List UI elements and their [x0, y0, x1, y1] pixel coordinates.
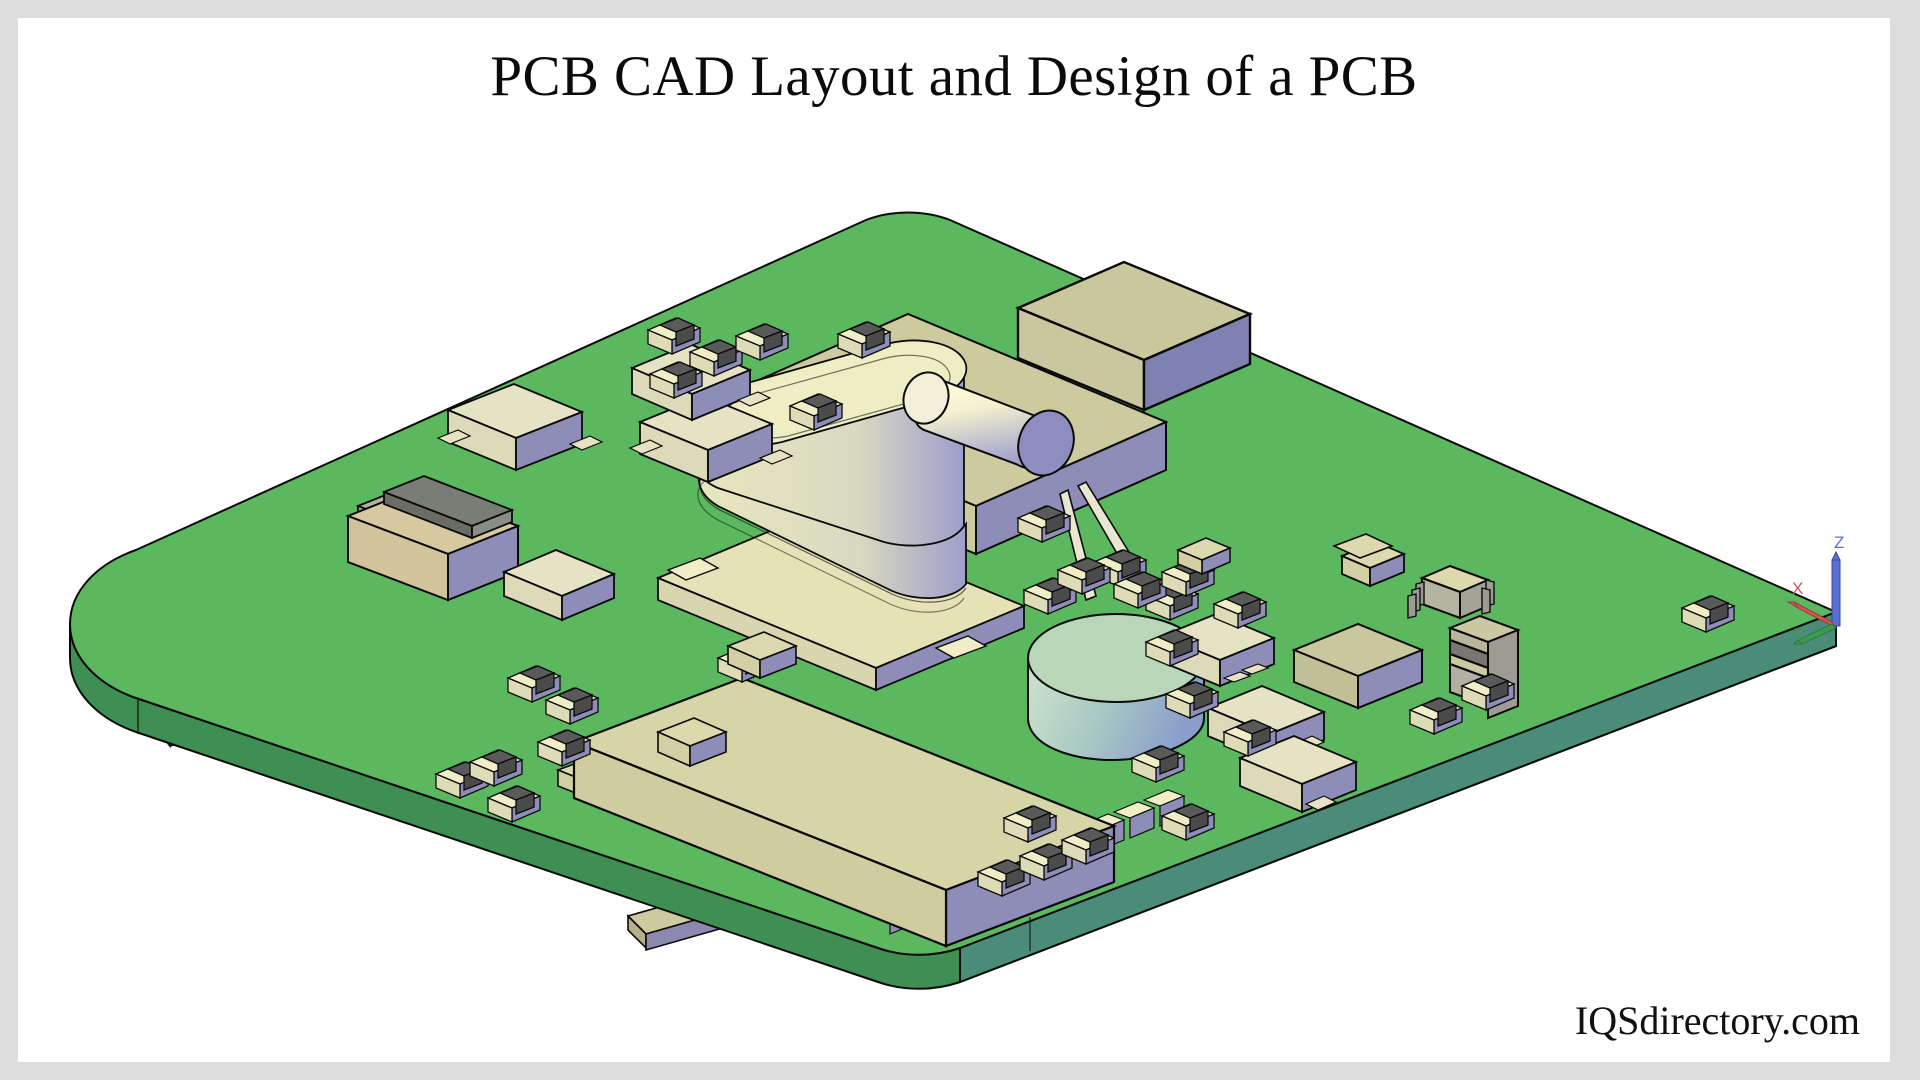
inductor-block-right-mid[interactable] — [1159, 613, 1277, 688]
image-canvas: PCB CAD Layout and Design of a PCB — [18, 18, 1890, 1062]
smd-chip-resistor[interactable] — [1018, 843, 1074, 881]
smd-chip-resistor[interactable] — [468, 749, 524, 787]
smd-chip-resistor[interactable] — [506, 665, 562, 703]
inductor-block-upper-left[interactable] — [436, 383, 604, 472]
inductor-block-left[interactable] — [501, 549, 617, 622]
axis-label-z: Z — [1834, 533, 1844, 552]
square-block-right[interactable] — [1291, 622, 1425, 710]
smd-chip-resistor[interactable] — [1160, 803, 1216, 841]
smd-chip-resistor[interactable] — [1680, 595, 1736, 633]
smd-chip-resistor[interactable] — [1408, 697, 1464, 735]
smd-chip-resistor[interactable] — [1056, 557, 1112, 595]
smd-chip-resistor[interactable] — [646, 317, 702, 355]
pcb-svg: Z X Y — [68, 211, 1844, 990]
smd-chip-resistor[interactable] — [544, 687, 600, 725]
smd-chip-resistor[interactable] — [1222, 719, 1278, 757]
smd-chip-resistor[interactable] — [1130, 745, 1186, 783]
heatsink-block-top-right[interactable] — [1014, 260, 1254, 412]
small-block-upper-a[interactable] — [1331, 533, 1395, 559]
smd-chip-resistor[interactable] — [734, 323, 790, 361]
electrolytic-capacitor-oval[interactable] — [655, 339, 1027, 692]
smd-chip-resistor[interactable] — [1112, 571, 1168, 609]
small-cream-block-b[interactable] — [725, 631, 799, 680]
soic-legs — [1407, 579, 1495, 619]
coordinate-axis-indicator[interactable]: Z X Y — [1786, 533, 1844, 645]
inductor-block-lower-right-b[interactable] — [1237, 735, 1359, 814]
smd-chip-resistor[interactable] — [1144, 583, 1200, 621]
smd-chip-resistor[interactable] — [1164, 681, 1220, 719]
smd-chip-resistor[interactable] — [1016, 505, 1072, 543]
watermark: IQSdirectory.com — [1574, 998, 1860, 1043]
small-cream-block-a[interactable] — [655, 717, 729, 768]
axial-cylinder-component[interactable] — [896, 366, 1142, 602]
smd-chip-resistor[interactable] — [836, 321, 892, 359]
smd-chip-resistor[interactable] — [1144, 629, 1200, 667]
axis-label-y: Y — [1794, 625, 1805, 644]
smd-chip-resistor[interactable] — [1212, 591, 1268, 629]
soic-ic-right[interactable] — [1407, 564, 1495, 620]
smd-chip-resistor[interactable] — [788, 393, 844, 431]
misc-pads — [1176, 537, 1232, 576]
smd-chip-resistor[interactable] — [1460, 673, 1516, 711]
smd-chip-resistor[interactable] — [486, 785, 542, 823]
smd-chip-resistor[interactable] — [648, 361, 704, 399]
smd-chip-resistor[interactable] — [688, 339, 744, 377]
smd-chip-resistor[interactable] — [536, 729, 592, 767]
pcb-3d-scene: Z X Y — [18, 18, 1890, 1062]
smd-chip-resistor[interactable] — [1002, 805, 1058, 843]
axis-label-x: X — [1792, 579, 1803, 598]
page-title: PCB CAD Layout and Design of a PCB — [490, 45, 1418, 108]
smd-chip-resistor[interactable] — [1060, 827, 1116, 865]
